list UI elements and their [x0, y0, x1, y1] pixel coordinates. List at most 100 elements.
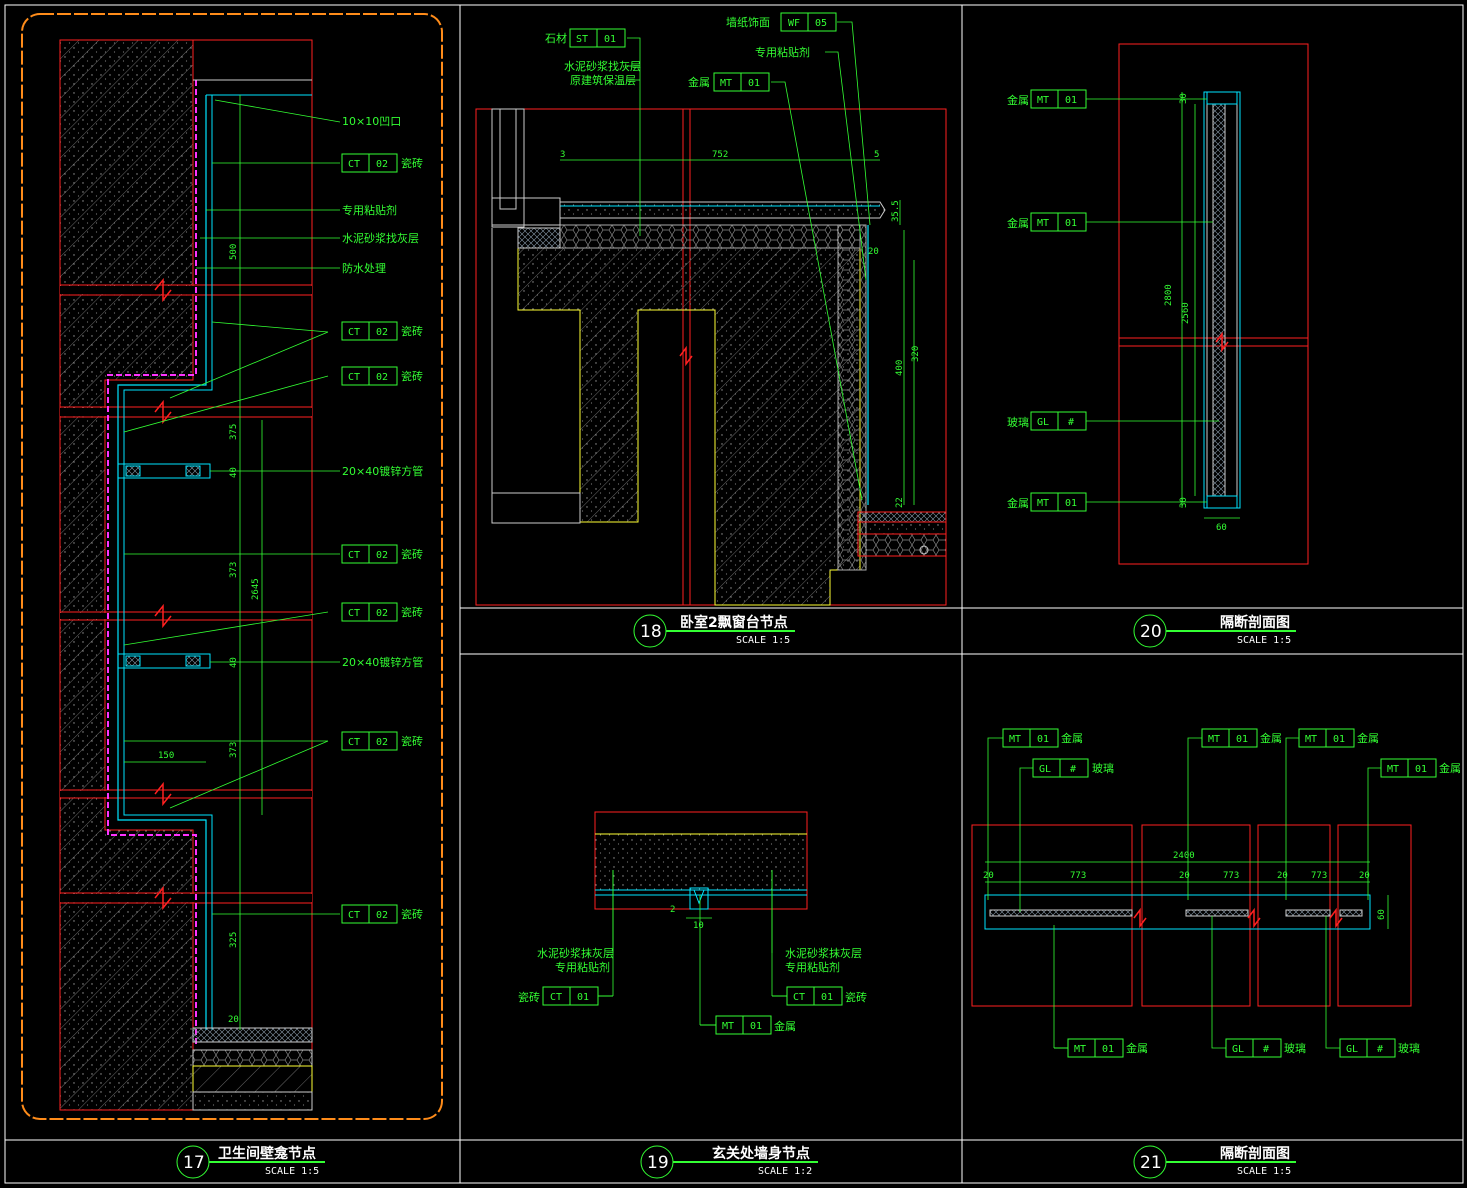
dim-40a: 40: [229, 467, 239, 478]
svg-text:瓷砖: 瓷砖: [401, 734, 423, 748]
dim-20-c: 20: [1277, 871, 1288, 881]
callout-mt-01-20c: 金属 MT 01: [1007, 492, 1087, 512]
dim-20-d: 20: [1359, 871, 1370, 881]
title-20: 20 隔断剖面图 SCALE 1:5: [1133, 614, 1296, 648]
svg-text:02: 02: [376, 159, 388, 170]
dim-373b: 373: [229, 742, 239, 758]
dim-5: 5: [874, 150, 879, 160]
svg-text:WF: WF: [788, 18, 800, 29]
dim-60-20: 60: [1216, 523, 1227, 533]
svg-text:CT: CT: [348, 327, 360, 338]
panel-21-partition-plan: 2400 20 773 20 773 20 773 20 60 MT 01 金属: [971, 728, 1461, 1058]
title-scale: SCALE 1:5: [736, 635, 790, 646]
title-text: 玄关处墙身节点: [712, 1145, 810, 1162]
svg-text:金属: 金属: [1007, 216, 1029, 230]
dim-375: 375: [229, 424, 239, 440]
callout-adhesive19-l: 专用粘贴剂: [555, 960, 610, 974]
svg-text:GL: GL: [1039, 764, 1051, 775]
dim-60-21: 60: [1377, 909, 1387, 920]
callout-mt-01-18: 金属 MT 01: [688, 72, 770, 92]
svg-text:MT: MT: [722, 1021, 734, 1032]
svg-text:CT: CT: [793, 992, 805, 1003]
callout-mt-01-20b: 金属 MT 01: [1007, 212, 1087, 232]
svg-text:玻璃: 玻璃: [1284, 1041, 1306, 1055]
callout-mortar: 水泥砂浆找灰层: [342, 231, 419, 245]
title-text: 隔断剖面图: [1220, 614, 1290, 631]
title-number: 21: [1140, 1153, 1162, 1173]
title-number: 18: [640, 622, 662, 642]
svg-text:金属: 金属: [1439, 761, 1461, 775]
title-scale: SCALE 1:2: [758, 1166, 812, 1177]
svg-text:CT: CT: [348, 910, 360, 921]
svg-text:GL: GL: [1037, 417, 1049, 428]
svg-text:金属: 金属: [1007, 496, 1029, 510]
svg-text:#: #: [1263, 1044, 1269, 1055]
callout-wf-05: 墙纸饰面 WF 05: [726, 12, 837, 32]
callout-mortar-18: 水泥砂浆找灰层: [564, 59, 641, 73]
title-scale: SCALE 1:5: [1237, 635, 1291, 646]
svg-text:#: #: [1377, 1044, 1383, 1055]
revision-cloud: [21, 13, 443, 1120]
dim-500: 500: [229, 244, 239, 260]
svg-text:金属: 金属: [1126, 1041, 1148, 1055]
dim-20-18: 20: [868, 247, 879, 257]
dim-320: 320: [911, 346, 921, 362]
svg-text:ST: ST: [576, 34, 588, 45]
svg-text:瓷砖: 瓷砖: [845, 990, 867, 1004]
svg-text:CT: CT: [348, 372, 360, 383]
callout-mt-21a: MT 01 金属: [1002, 728, 1083, 748]
dim-2400: 2400: [1173, 851, 1195, 861]
svg-text:CT: CT: [348, 608, 360, 619]
svg-text:瓷砖: 瓷砖: [401, 324, 423, 338]
svg-text:02: 02: [376, 910, 388, 921]
svg-text:MT: MT: [1387, 764, 1399, 775]
svg-text:01: 01: [1037, 734, 1049, 745]
svg-text:MT: MT: [1074, 1044, 1086, 1055]
svg-text:GL: GL: [1346, 1044, 1358, 1055]
svg-text:GL: GL: [1232, 1044, 1244, 1055]
callout-mt-21e: MT 01 金属: [1054, 1038, 1148, 1058]
svg-text:#: #: [1068, 417, 1074, 428]
panel-19-wall-detail: 10 2 水泥砂浆抹灰层 专用粘贴剂 瓷砖 CT 01 水泥砂浆抹灰层 专用粘贴…: [518, 811, 867, 1035]
dim-20: 20: [228, 1015, 239, 1025]
svg-text:MT: MT: [1208, 734, 1220, 745]
dim-3: 3: [560, 150, 565, 160]
callout-gl-21a: GL # 玻璃: [1032, 758, 1114, 778]
dim-773-c: 773: [1311, 871, 1327, 881]
title-19: 19 玄关处墙身节点 SCALE 1:2: [640, 1145, 818, 1179]
panel-20-partition-section: 30 2800 2560 30 60 金属 MT 01 金属 MT 01 玻璃: [1007, 43, 1309, 565]
callout-insulation: 原建筑保温层: [570, 73, 636, 87]
title-17: 17 卫生间壁龛节点 SCALE 1:5: [176, 1145, 325, 1179]
title-number: 20: [1140, 622, 1162, 642]
svg-text:02: 02: [376, 327, 388, 338]
title-number: 19: [647, 1153, 669, 1173]
svg-text:墙纸饰面: 墙纸饰面: [726, 15, 770, 29]
svg-text:#: #: [1070, 764, 1076, 775]
title-scale: SCALE 1:5: [1237, 1166, 1291, 1177]
panel-18-window-sill-detail: 3 752 5 35.5 20 400 320 22 石材 ST 01 水泥砂浆…: [475, 12, 947, 606]
svg-text:01: 01: [577, 992, 589, 1003]
callout-mortar19-l: 水泥砂浆抹灰层: [537, 946, 614, 960]
callout-mortar19-r: 水泥砂浆抹灰层: [785, 946, 862, 960]
callout-ct-3: CT 02 瓷砖: [341, 366, 423, 386]
dim-22: 22: [895, 497, 905, 508]
svg-text:01: 01: [604, 34, 616, 45]
svg-text:02: 02: [376, 550, 388, 561]
svg-text:01: 01: [1065, 498, 1077, 509]
svg-text:瓷砖: 瓷砖: [518, 990, 540, 1004]
title-text: 卧室2飘窗台节点: [680, 614, 788, 631]
callout-ct-01-r: CT 01 瓷砖: [772, 986, 867, 1006]
svg-text:01: 01: [1065, 218, 1077, 229]
callout-ct-4: CT 02 瓷砖: [341, 544, 423, 564]
callout-mt-21b: MT 01 金属: [1201, 728, 1282, 748]
title-21: 21 隔断剖面图 SCALE 1:5: [1133, 1145, 1296, 1179]
callout-tube-2: 20×40镀锌方管: [342, 655, 423, 669]
dim-30a: 30: [1179, 93, 1189, 104]
svg-text:CT: CT: [550, 992, 562, 1003]
dim-2-19: 2: [670, 905, 675, 915]
svg-text:MT: MT: [720, 78, 732, 89]
dim-20-a: 20: [983, 871, 994, 881]
dim-373a: 373: [229, 562, 239, 578]
svg-text:01: 01: [821, 992, 833, 1003]
callout-mt-01-20a: 金属 MT 01: [1007, 89, 1087, 109]
